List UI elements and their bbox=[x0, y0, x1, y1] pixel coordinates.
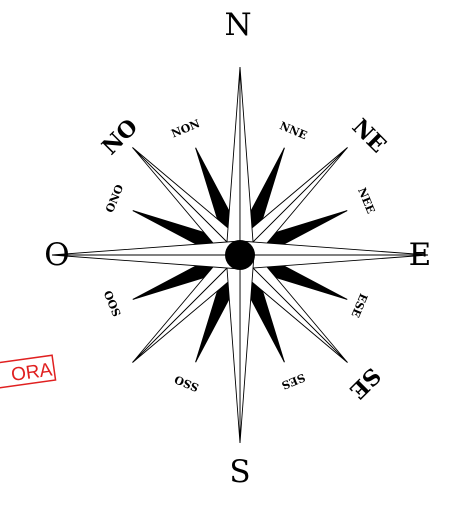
red-stamp: ORA bbox=[0, 355, 56, 389]
center-hub bbox=[225, 240, 255, 270]
southeast-label: SE bbox=[344, 362, 385, 403]
ese-label: ESE bbox=[348, 291, 369, 319]
o-point-right bbox=[52, 241, 240, 255]
ses-label: SES bbox=[280, 371, 307, 392]
stamp-text: ORA bbox=[10, 359, 54, 386]
soo-label: SOO bbox=[101, 288, 124, 318]
east-label: E bbox=[409, 237, 432, 273]
northeast-label: NE bbox=[347, 114, 391, 158]
south-label: S bbox=[229, 454, 250, 490]
nee-label: NEE bbox=[355, 186, 377, 216]
sso-label: SSO bbox=[172, 372, 201, 394]
nne-label: NNE bbox=[278, 119, 309, 142]
n-point-right bbox=[240, 67, 254, 255]
e-point-left bbox=[240, 241, 428, 255]
s-point-left bbox=[240, 255, 254, 443]
ono-label: ONO bbox=[103, 182, 126, 214]
o-point-left bbox=[52, 255, 240, 269]
non-label: NON bbox=[169, 117, 201, 140]
north-label: N bbox=[224, 7, 251, 43]
s-point-right bbox=[226, 255, 240, 443]
west-label: O bbox=[44, 237, 69, 273]
n-point-left bbox=[226, 67, 240, 255]
e-point-right bbox=[240, 255, 428, 269]
northwest-label: NO bbox=[97, 114, 143, 160]
